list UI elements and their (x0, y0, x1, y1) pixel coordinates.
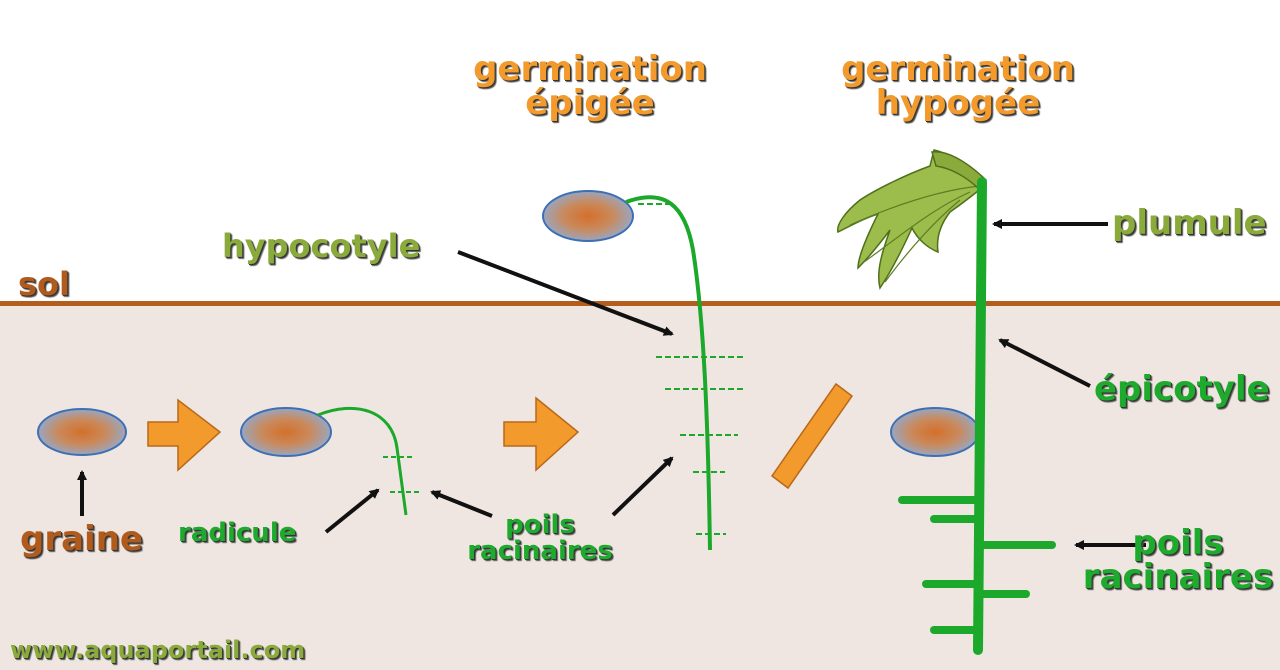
plumule-leaves (837, 149, 985, 290)
plumule-leaf-veins (849, 185, 981, 283)
hypocotyl-stem (625, 195, 712, 551)
epicotyl-stem (973, 177, 987, 655)
label-poils-right-line1: poils (1132, 523, 1224, 563)
label-poils-right: poils racinaires (1076, 526, 1280, 594)
title-hypogee: germination hypogée (830, 52, 1086, 120)
label-sol: sol (18, 265, 70, 303)
title-hypogee-line2: hypogée (875, 83, 1041, 123)
label-graine: graine (20, 519, 143, 559)
arrow-hypocotyle (457, 250, 674, 336)
footer-url[interactable]: www.aquaportail.com (10, 636, 306, 664)
stage-separator-bar (770, 382, 854, 490)
stage-arrow-1 (147, 398, 222, 472)
title-hypogee-line1: germination (841, 49, 1075, 89)
title-epigee-line2: épigée (525, 83, 655, 123)
seed-stage-2 (240, 407, 332, 457)
seed-hypogee (890, 407, 980, 457)
label-hypocotyle: hypocotyle (222, 227, 421, 265)
seed-epigee (542, 190, 634, 242)
label-plumule: plumule (1112, 203, 1267, 243)
arrow-poils-stage-2 (430, 490, 493, 518)
arrow-poils-stage-3 (611, 456, 674, 517)
seed-stage-1 (37, 408, 127, 456)
label-radicule: radicule (178, 518, 297, 548)
soil-line (0, 301, 1280, 306)
label-poils-center-line1: poils (505, 510, 575, 540)
arrow-epicotyle (998, 338, 1091, 388)
arrow-radicule (324, 488, 380, 534)
label-epicotyle: épicotyle (1094, 369, 1270, 409)
label-poils-right-line2: racinaires (1082, 557, 1274, 597)
label-poils-center: poils racinaires (450, 512, 630, 564)
title-epigee-line1: germination (473, 49, 707, 89)
stage-arrow-2 (503, 396, 580, 472)
radicle-stem (317, 406, 408, 516)
title-epigee: germination épigée (462, 52, 718, 120)
label-poils-center-line2: racinaires (467, 536, 613, 566)
